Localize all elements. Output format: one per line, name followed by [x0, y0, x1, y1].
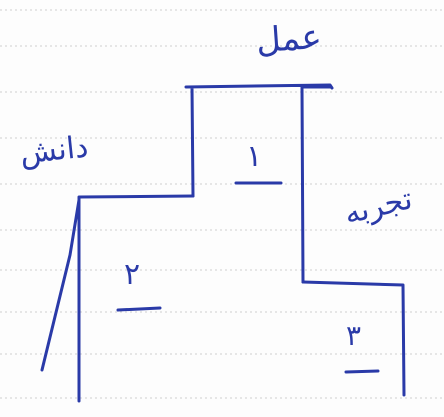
place-number-second: ۲ [124, 257, 141, 292]
podium-first-block [184, 83, 334, 284]
place-number-third: ۳ [346, 319, 362, 352]
label-knowledge: دانش [18, 129, 90, 172]
underline-third [344, 369, 380, 374]
podium-third-block [301, 280, 406, 397]
place-number-first: ۱ [246, 139, 263, 174]
underline-second [116, 306, 162, 312]
podium-second-block [40, 194, 195, 403]
label-action: عمل [254, 16, 324, 62]
